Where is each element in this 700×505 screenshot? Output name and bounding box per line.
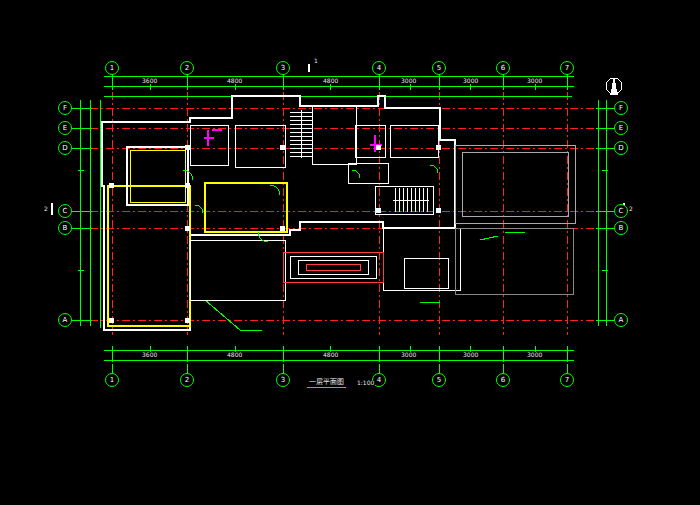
axis-bubble: 2 [180,373,194,387]
axis-grid [74,92,612,335]
axis-number: C [63,208,68,215]
axis-bubble: 1 [105,373,119,387]
axis-bubble: 1 [105,61,119,75]
axis-number: 2 [185,65,189,72]
axis-bubble: 7 [560,373,574,387]
axis-bubble: F [614,101,628,115]
axis-bubble: C [58,204,72,218]
axis-bubble: 3 [276,61,290,75]
axis-number: 2 [185,377,189,384]
axis-number: 7 [565,65,569,72]
axis-number: 4 [377,65,381,72]
section-mark: 1 [313,58,319,64]
stairs [290,110,429,212]
axis-number: 6 [501,65,505,72]
axis-bubble: A [58,313,72,327]
dimension-text: 3000 [526,78,543,84]
dimension-text: 3000 [462,352,479,358]
scale-text: 1:100 [356,380,375,386]
axis-number: C [619,208,624,215]
axis-number: 1 [110,65,114,72]
axis-number: 3 [281,377,285,384]
dimension-text: 3000 [400,352,417,358]
axis-bubble: 5 [432,61,446,75]
section-marks [52,64,624,215]
axis-bubble: B [614,221,628,235]
axis-bubble: E [58,121,72,135]
axis-number: B [619,225,624,232]
dimension-text: 3600 [141,78,158,84]
dimension-text: 4800 [226,352,243,358]
north-arrow [606,78,622,94]
axis-number: 5 [437,377,441,384]
fixtures [204,130,382,152]
axis-bubble: 4 [372,61,386,75]
axis-number: E [619,125,623,132]
dimension-text: 3000 [526,352,543,358]
walls [102,96,575,330]
dimension-text: 4800 [322,352,339,358]
axis-number: F [619,105,623,112]
axis-number: 3 [281,65,285,72]
section-mark: 2 [628,206,634,212]
axis-bubble: B [58,221,72,235]
doors [183,165,438,242]
entrance-steps [283,252,383,282]
section-mark: 2 [43,206,49,212]
columns [109,145,441,323]
dimension-lines [72,62,614,374]
axis-number: 7 [565,377,569,384]
axis-bubble: 5 [432,373,446,387]
axis-bubble: D [58,141,72,155]
axis-number: B [63,225,68,232]
axis-number: E [63,125,67,132]
drawing-title: 一层平面图 [307,379,346,388]
axis-bubble: 6 [496,373,510,387]
dimension-text: 3600 [141,352,158,358]
axis-number: D [618,145,623,152]
axis-bubble: 3 [276,373,290,387]
axis-number: 4 [377,377,381,384]
axis-bubble: 7 [560,61,574,75]
axis-bubble: D [614,141,628,155]
axis-bubble: E [614,121,628,135]
axis-number: A [63,317,68,324]
dimension-text: 3000 [400,78,417,84]
axis-number: F [63,105,67,112]
axis-number: D [62,145,67,152]
axis-bubble: A [614,313,628,327]
axis-bubble: F [58,101,72,115]
axis-number: 6 [501,377,505,384]
axis-number: 5 [437,65,441,72]
axis-bubble: C [614,204,628,218]
dimension-text: 4800 [322,78,339,84]
axis-number: A [619,317,624,324]
axis-bubble: 6 [496,61,510,75]
axis-bubble: 2 [180,61,194,75]
axis-number: 1 [110,377,114,384]
dimension-text: 4800 [226,78,243,84]
dimension-text: 3000 [462,78,479,84]
